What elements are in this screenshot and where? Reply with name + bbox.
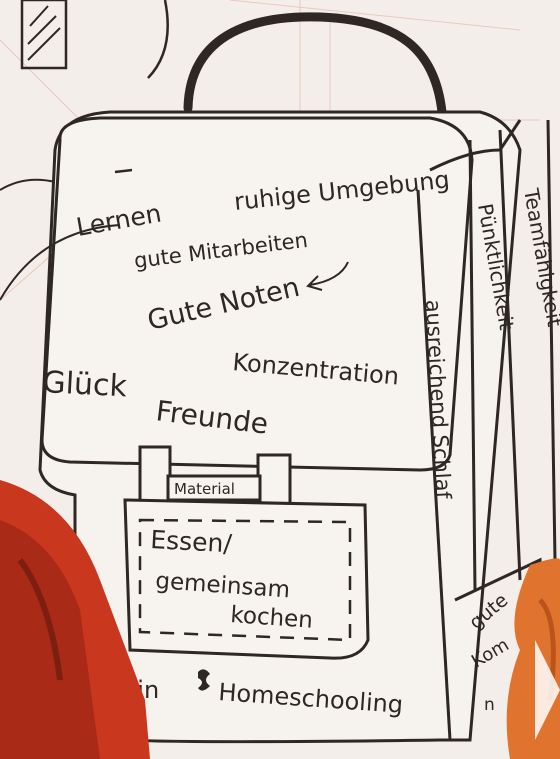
label-material: Material: [174, 480, 235, 498]
side-pocket-line-3: n: [484, 695, 495, 715]
pocket-line-1: Essen/: [150, 525, 233, 558]
word-glueck: Glück: [42, 365, 129, 404]
